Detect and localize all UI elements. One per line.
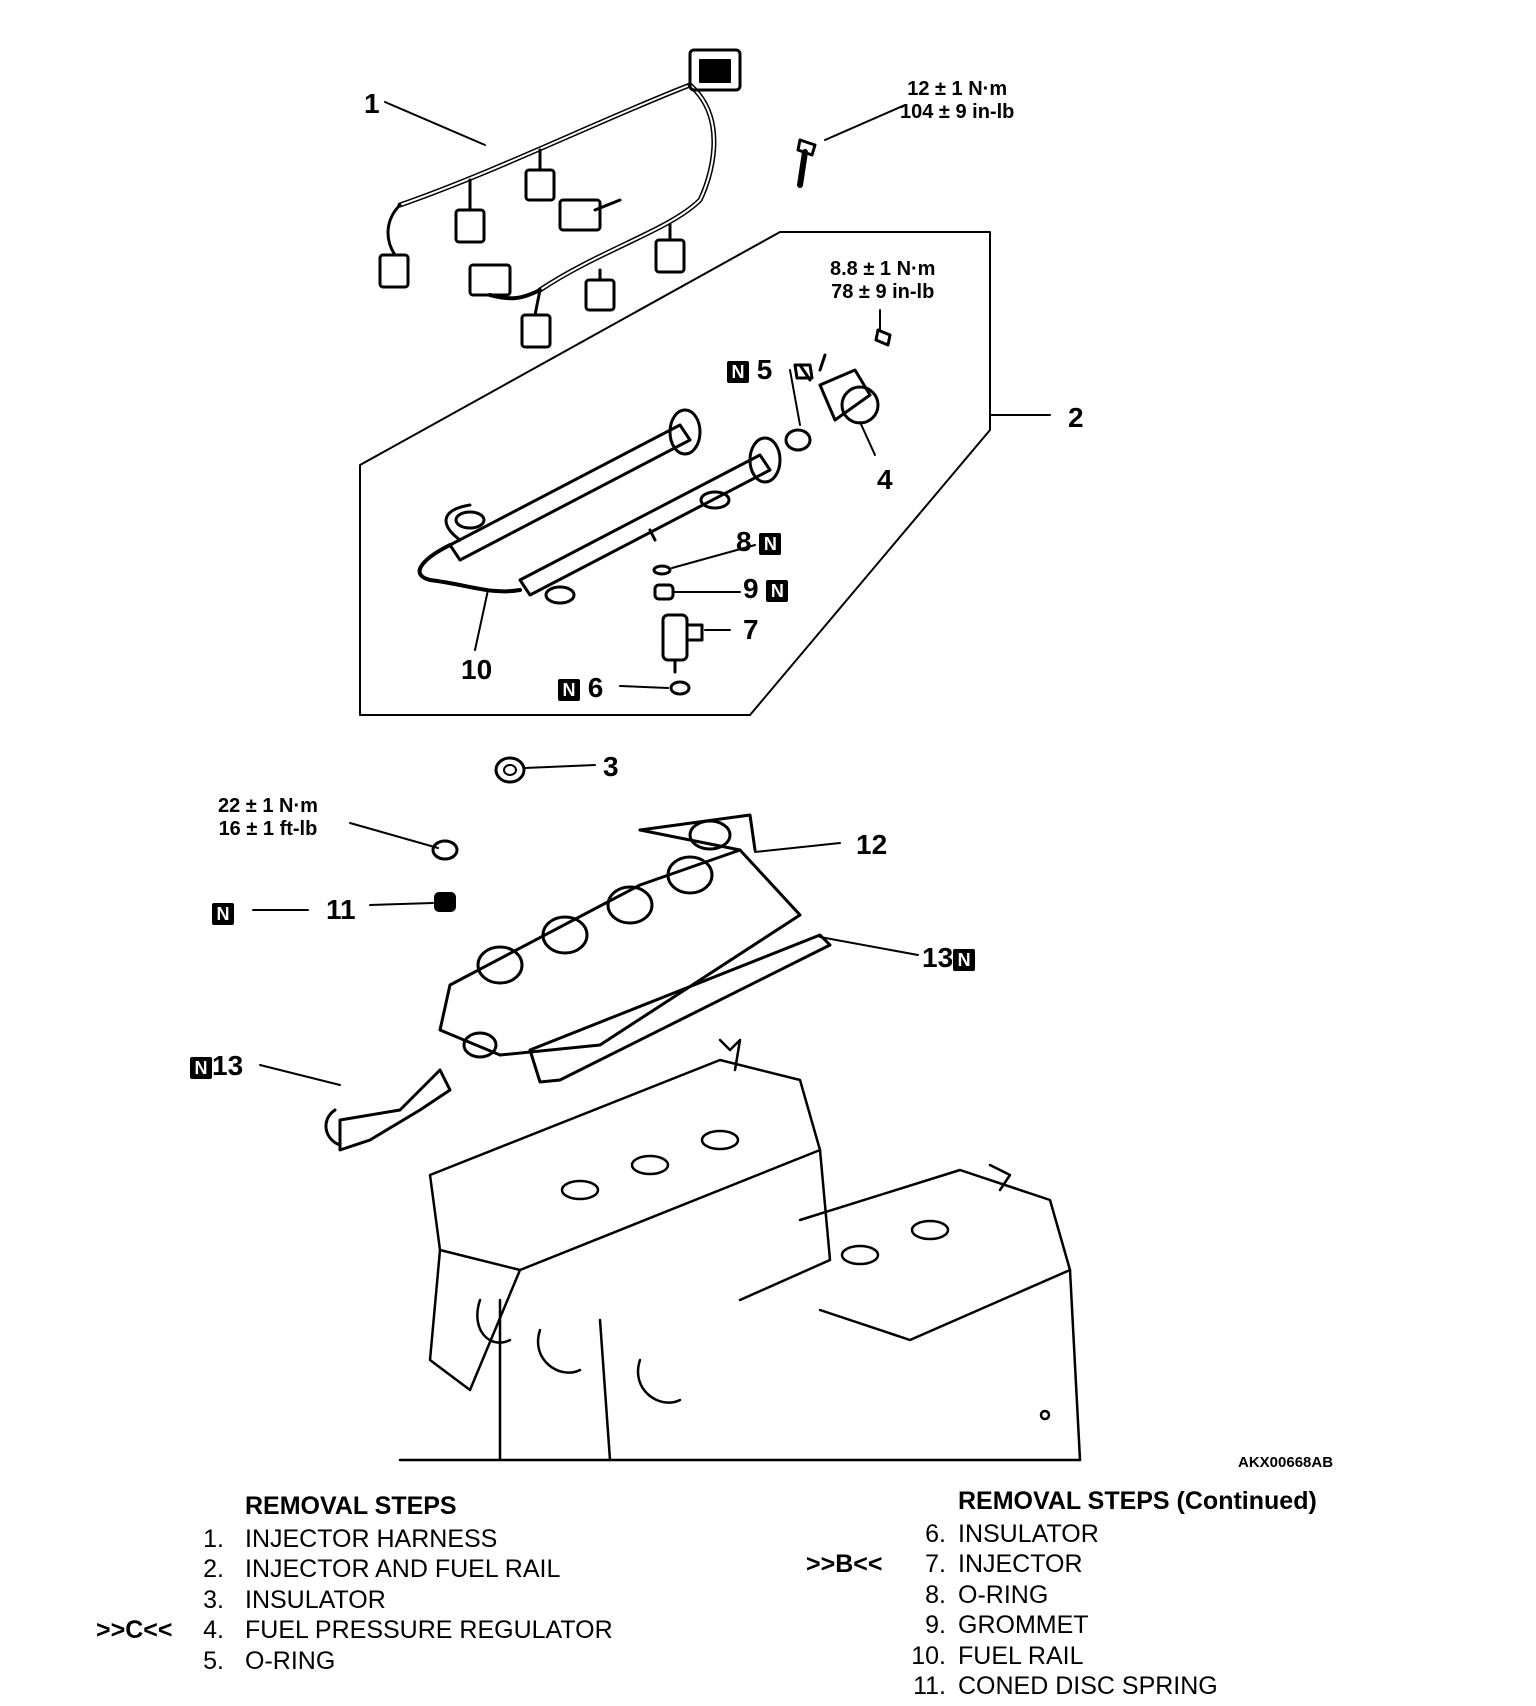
- list-item: 10. FUEL RAIL: [800, 1641, 1440, 1672]
- n-badge-6: N: [558, 678, 580, 701]
- step-label: FUEL RAIL: [958, 1641, 1084, 1670]
- injector-harness-drawing: [378, 48, 742, 349]
- list-item: 3. INSULATOR: [100, 1585, 700, 1616]
- callout-13-left-number: 13: [212, 1050, 244, 1081]
- list-item: 8. O-RING: [800, 1580, 1440, 1611]
- n-badge-8: N: [759, 532, 782, 555]
- nut-and-spring-drawing: [252, 822, 459, 912]
- callout-12: 12: [856, 829, 888, 860]
- torque-spec-2-imperial: 78 ± 9 in-lb: [831, 281, 935, 303]
- step-label: INJECTOR AND FUEL RAIL: [245, 1555, 561, 1583]
- list-item: 5. O-RING: [100, 1646, 700, 1677]
- exploded-parts-diagram: [252, 48, 1082, 1462]
- list-item: 2. INJECTOR AND FUEL RAIL: [100, 1554, 700, 1585]
- callout-4: 4: [877, 464, 893, 495]
- callout-8: 8 N: [736, 526, 782, 557]
- n-badge-13-left: N: [190, 1056, 212, 1079]
- step-number: 10.: [911, 1641, 946, 1670]
- callout-11-badge: N: [212, 898, 234, 926]
- n-badge-9: N: [766, 579, 789, 602]
- step-number: 11.: [913, 1672, 946, 1700]
- step-number: 1.: [203, 1524, 224, 1553]
- step-label: INSULATOR: [245, 1585, 386, 1614]
- removal-steps-continued-title: REMOVAL STEPS (Continued): [958, 1487, 1317, 1515]
- step-label: INSULATOR: [958, 1519, 1099, 1548]
- gasket-drawing: [259, 933, 919, 1152]
- step-reference-mark: >>C<<: [96, 1616, 173, 1644]
- fuel-rail-drawing: [417, 408, 782, 651]
- step-reference-mark: >>B<<: [806, 1550, 883, 1578]
- callout-5: N 5: [727, 356, 772, 384]
- n-badge-13-right: N: [953, 948, 976, 971]
- step-label: INJECTOR: [958, 1550, 1083, 1578]
- removal-steps-title: REMOVAL STEPS: [245, 1492, 457, 1520]
- torque-spec-3-imperial: 16 ± 1 ft-lb: [218, 818, 318, 840]
- list-item: 6. INSULATOR: [800, 1519, 1440, 1550]
- step-label: O-RING: [245, 1646, 336, 1675]
- step-number: 4.: [203, 1616, 224, 1644]
- callout-2: 2: [1068, 402, 1084, 433]
- callout-6: N 6: [558, 674, 603, 702]
- step-number: 5.: [203, 1646, 224, 1675]
- callout-9: 9 N: [743, 573, 789, 604]
- list-item: >>C<< 4. FUEL PRESSURE REGULATOR: [96, 1615, 700, 1646]
- torque-spec-harness-bolt: 12 ± 1 N·m 104 ± 9 in-lb: [900, 78, 1014, 124]
- torque-spec-3-metric: 22 ± 1 N·m: [218, 795, 318, 817]
- step-number: 6.: [925, 1519, 946, 1548]
- step-label: GROMMET: [958, 1611, 1089, 1639]
- removal-steps-list: REMOVAL STEPS 1. INJECTOR HARNESS 2. INJ…: [96, 1491, 700, 1677]
- torque-spec-1-imperial: 104 ± 9 in-lb: [900, 101, 1015, 123]
- torque-spec-2-metric: 8.8 ± 1 N·m: [830, 258, 936, 280]
- torque-spec-regulator-bolt: 8.8 ± 1 N·m 78 ± 9 in-lb: [830, 258, 935, 304]
- n-badge-5: N: [727, 360, 749, 383]
- step-number: 9.: [925, 1611, 946, 1639]
- fuel-pressure-regulator-drawing: [784, 309, 892, 456]
- list-item: >>B<< 7. INJECTOR: [800, 1549, 1440, 1580]
- callout-11: 11: [326, 894, 356, 925]
- engine-block-drawing: [398, 1038, 1082, 1462]
- callout-9-number: 9: [743, 573, 759, 604]
- n-badge-11: N: [212, 902, 234, 925]
- callout-3: 3: [603, 751, 619, 782]
- step-label: CONED DISC SPRING: [958, 1672, 1218, 1700]
- callout-10: 10: [461, 654, 493, 685]
- list-item: 11. CONED DISC SPRING: [800, 1671, 1440, 1702]
- step-number: 3.: [203, 1585, 224, 1614]
- injector-drawing: [619, 544, 756, 696]
- insulator-drawing: [494, 756, 596, 784]
- bolt-harness: [796, 104, 906, 188]
- list-item: 1. INJECTOR HARNESS: [100, 1524, 700, 1555]
- list-item: 9. GROMMET: [800, 1610, 1440, 1641]
- removal-steps-continued-list: REMOVAL STEPS (Continued) 6. INSULATOR >…: [800, 1486, 1440, 1702]
- callout-1: 1: [364, 88, 380, 119]
- step-label: INJECTOR HARNESS: [245, 1524, 498, 1553]
- figure-code: AKX00668AB: [1238, 1454, 1334, 1471]
- step-number: 8.: [925, 1580, 946, 1609]
- callout-6-number: 6: [587, 672, 604, 703]
- step-number: 2.: [203, 1555, 224, 1583]
- fuel-rail-assembly-box: [359, 231, 1051, 716]
- step-label: FUEL PRESSURE REGULATOR: [245, 1616, 613, 1644]
- torque-spec-1-metric: 12 ± 1 N·m: [907, 78, 1008, 100]
- callout-8-number: 8: [736, 526, 752, 557]
- callout-5-number: 5: [756, 354, 773, 385]
- torque-spec-manifold-nut: 22 ± 1 N·m 16 ± 1 ft-lb: [218, 795, 318, 841]
- callout-13-right-number: 13: [922, 942, 954, 973]
- step-label: O-RING: [958, 1580, 1049, 1609]
- intake-manifold-drawing: [438, 813, 841, 1059]
- step-number: 7.: [925, 1550, 946, 1578]
- callout-7: 7: [743, 614, 759, 645]
